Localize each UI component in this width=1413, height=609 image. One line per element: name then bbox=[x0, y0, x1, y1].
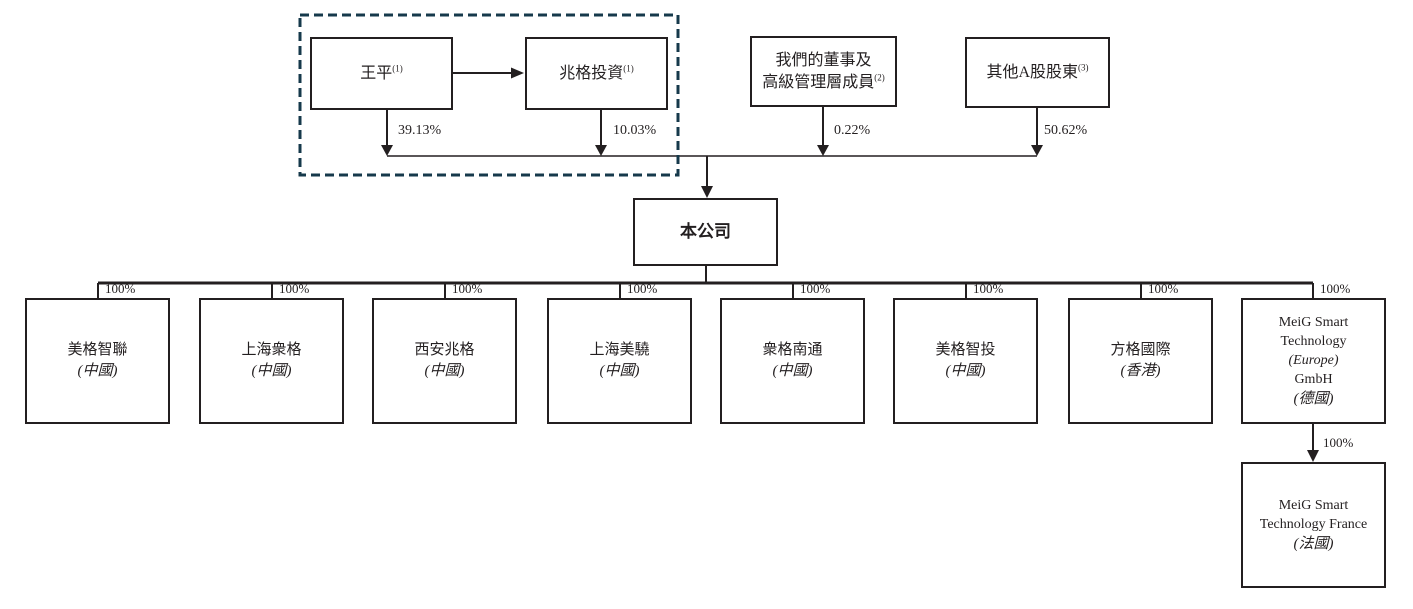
subsidiary-name-line: (Europe) bbox=[1288, 352, 1339, 368]
subsidiary-name-line: Technology France bbox=[1259, 516, 1368, 532]
ownership-pct-zhaoge: 10.03% bbox=[613, 123, 657, 138]
shareholder-label: 兆格投資(1) bbox=[559, 63, 634, 82]
subsidiary-name: 衆格南通 bbox=[762, 342, 823, 358]
pct-sub-1: 100% bbox=[105, 281, 136, 296]
shareholder-box-other-a-share: 其他A股股東(3) bbox=[965, 37, 1110, 108]
company-box: 本公司 bbox=[633, 198, 778, 266]
subsidiary-box-shanghai-zhongge: 上海衆格 (中國) bbox=[199, 298, 344, 424]
shareholder-label: 王平(1) bbox=[360, 63, 403, 82]
subsidiary-name: 上海美驍 bbox=[589, 342, 650, 358]
shareholder-box-directors: 我們的董事及 高級管理層成員(2) bbox=[750, 36, 897, 107]
subsidiary-name: 上海衆格 bbox=[241, 342, 302, 358]
subsidiary-country: (德國) bbox=[1293, 390, 1334, 407]
subsidiary-name-line: MeiG Smart bbox=[1278, 314, 1349, 330]
arrowhead-other bbox=[1031, 145, 1043, 156]
subsidiary-country: (中國) bbox=[772, 363, 813, 379]
pct-sub-2: 100% bbox=[279, 281, 310, 296]
arrowhead-directors bbox=[817, 145, 829, 156]
subsidiary-country: (中國) bbox=[945, 363, 986, 379]
subsidiary-box-shanghai-meixiao: 上海美驍 (中國) bbox=[547, 298, 692, 424]
footnote-marker: (1) bbox=[623, 63, 634, 74]
arrowhead-france bbox=[1307, 450, 1319, 462]
arrowhead-zhaoge bbox=[595, 145, 607, 156]
subsidiary-country: (法國) bbox=[1293, 535, 1334, 552]
footnote-marker: (1) bbox=[392, 63, 403, 74]
shareholder-label: 我們的董事及 高級管理層成員(2) bbox=[762, 51, 885, 91]
subsidiary-name: 美格智聯 bbox=[67, 342, 128, 358]
subsidiary-country: (香港) bbox=[1120, 363, 1161, 379]
ownership-pct-other: 50.62% bbox=[1044, 123, 1088, 138]
subsidiary-box-xian-zhaoge: 西安兆格 (中國) bbox=[372, 298, 517, 424]
footnote-marker: (3) bbox=[1078, 62, 1089, 73]
subsidiary-box-meig-europe-gmbh: MeiG Smart Technology (Europe) GmbH (德國) bbox=[1241, 298, 1386, 424]
pct-sub-4: 100% bbox=[627, 281, 658, 296]
subsidiary-country: (中國) bbox=[77, 363, 118, 379]
shareholder-label: 其他A股股東(3) bbox=[986, 62, 1089, 81]
shareholder-box-zhaoge: 兆格投資(1) bbox=[525, 37, 668, 110]
subsidiary-name-line: GmbH bbox=[1294, 371, 1333, 387]
arrowhead-wangping bbox=[381, 145, 393, 156]
subsidiary-name-line: MeiG Smart bbox=[1278, 497, 1349, 513]
company-label: 本公司 bbox=[680, 222, 731, 241]
ownership-pct-wangping: 39.13% bbox=[398, 123, 442, 138]
subsidiary-name: 美格智投 bbox=[935, 342, 996, 358]
pct-sub-3: 100% bbox=[452, 281, 483, 296]
subsidiary-country: (中國) bbox=[424, 363, 465, 379]
subsidiary-name-line: Technology bbox=[1280, 333, 1347, 349]
pct-sub-8: 100% bbox=[1320, 281, 1351, 296]
pct-sub-7: 100% bbox=[1148, 281, 1179, 296]
subsidiary-country: (中國) bbox=[599, 363, 640, 379]
subsidiary-box-meig-france: MeiG Smart Technology France (法國) bbox=[1241, 462, 1386, 588]
footnote-marker: (2) bbox=[874, 72, 885, 83]
controlling-group-dashed-border bbox=[298, 13, 680, 177]
subsidiary-box-fangge-international: 方格國際 (香港) bbox=[1068, 298, 1213, 424]
subsidiary-country: (中國) bbox=[251, 363, 292, 379]
ownership-pct-directors: 0.22% bbox=[834, 123, 871, 138]
pct-france: 100% bbox=[1323, 435, 1354, 450]
arrowhead-company bbox=[701, 186, 713, 198]
subsidiary-name: 方格國際 bbox=[1110, 342, 1171, 358]
subsidiary-name: 西安兆格 bbox=[414, 342, 475, 358]
subsidiary-box-meig-zhilian: 美格智聯 (中國) bbox=[25, 298, 170, 424]
pct-sub-5: 100% bbox=[800, 281, 831, 296]
shareholder-box-wangping: 王平(1) bbox=[310, 37, 453, 110]
subsidiary-box-zhongge-nantong: 衆格南通 (中國) bbox=[720, 298, 865, 424]
subsidiary-box-meig-zhitou: 美格智投 (中國) bbox=[893, 298, 1038, 424]
pct-sub-6: 100% bbox=[973, 281, 1004, 296]
arrowhead-right bbox=[511, 67, 524, 79]
